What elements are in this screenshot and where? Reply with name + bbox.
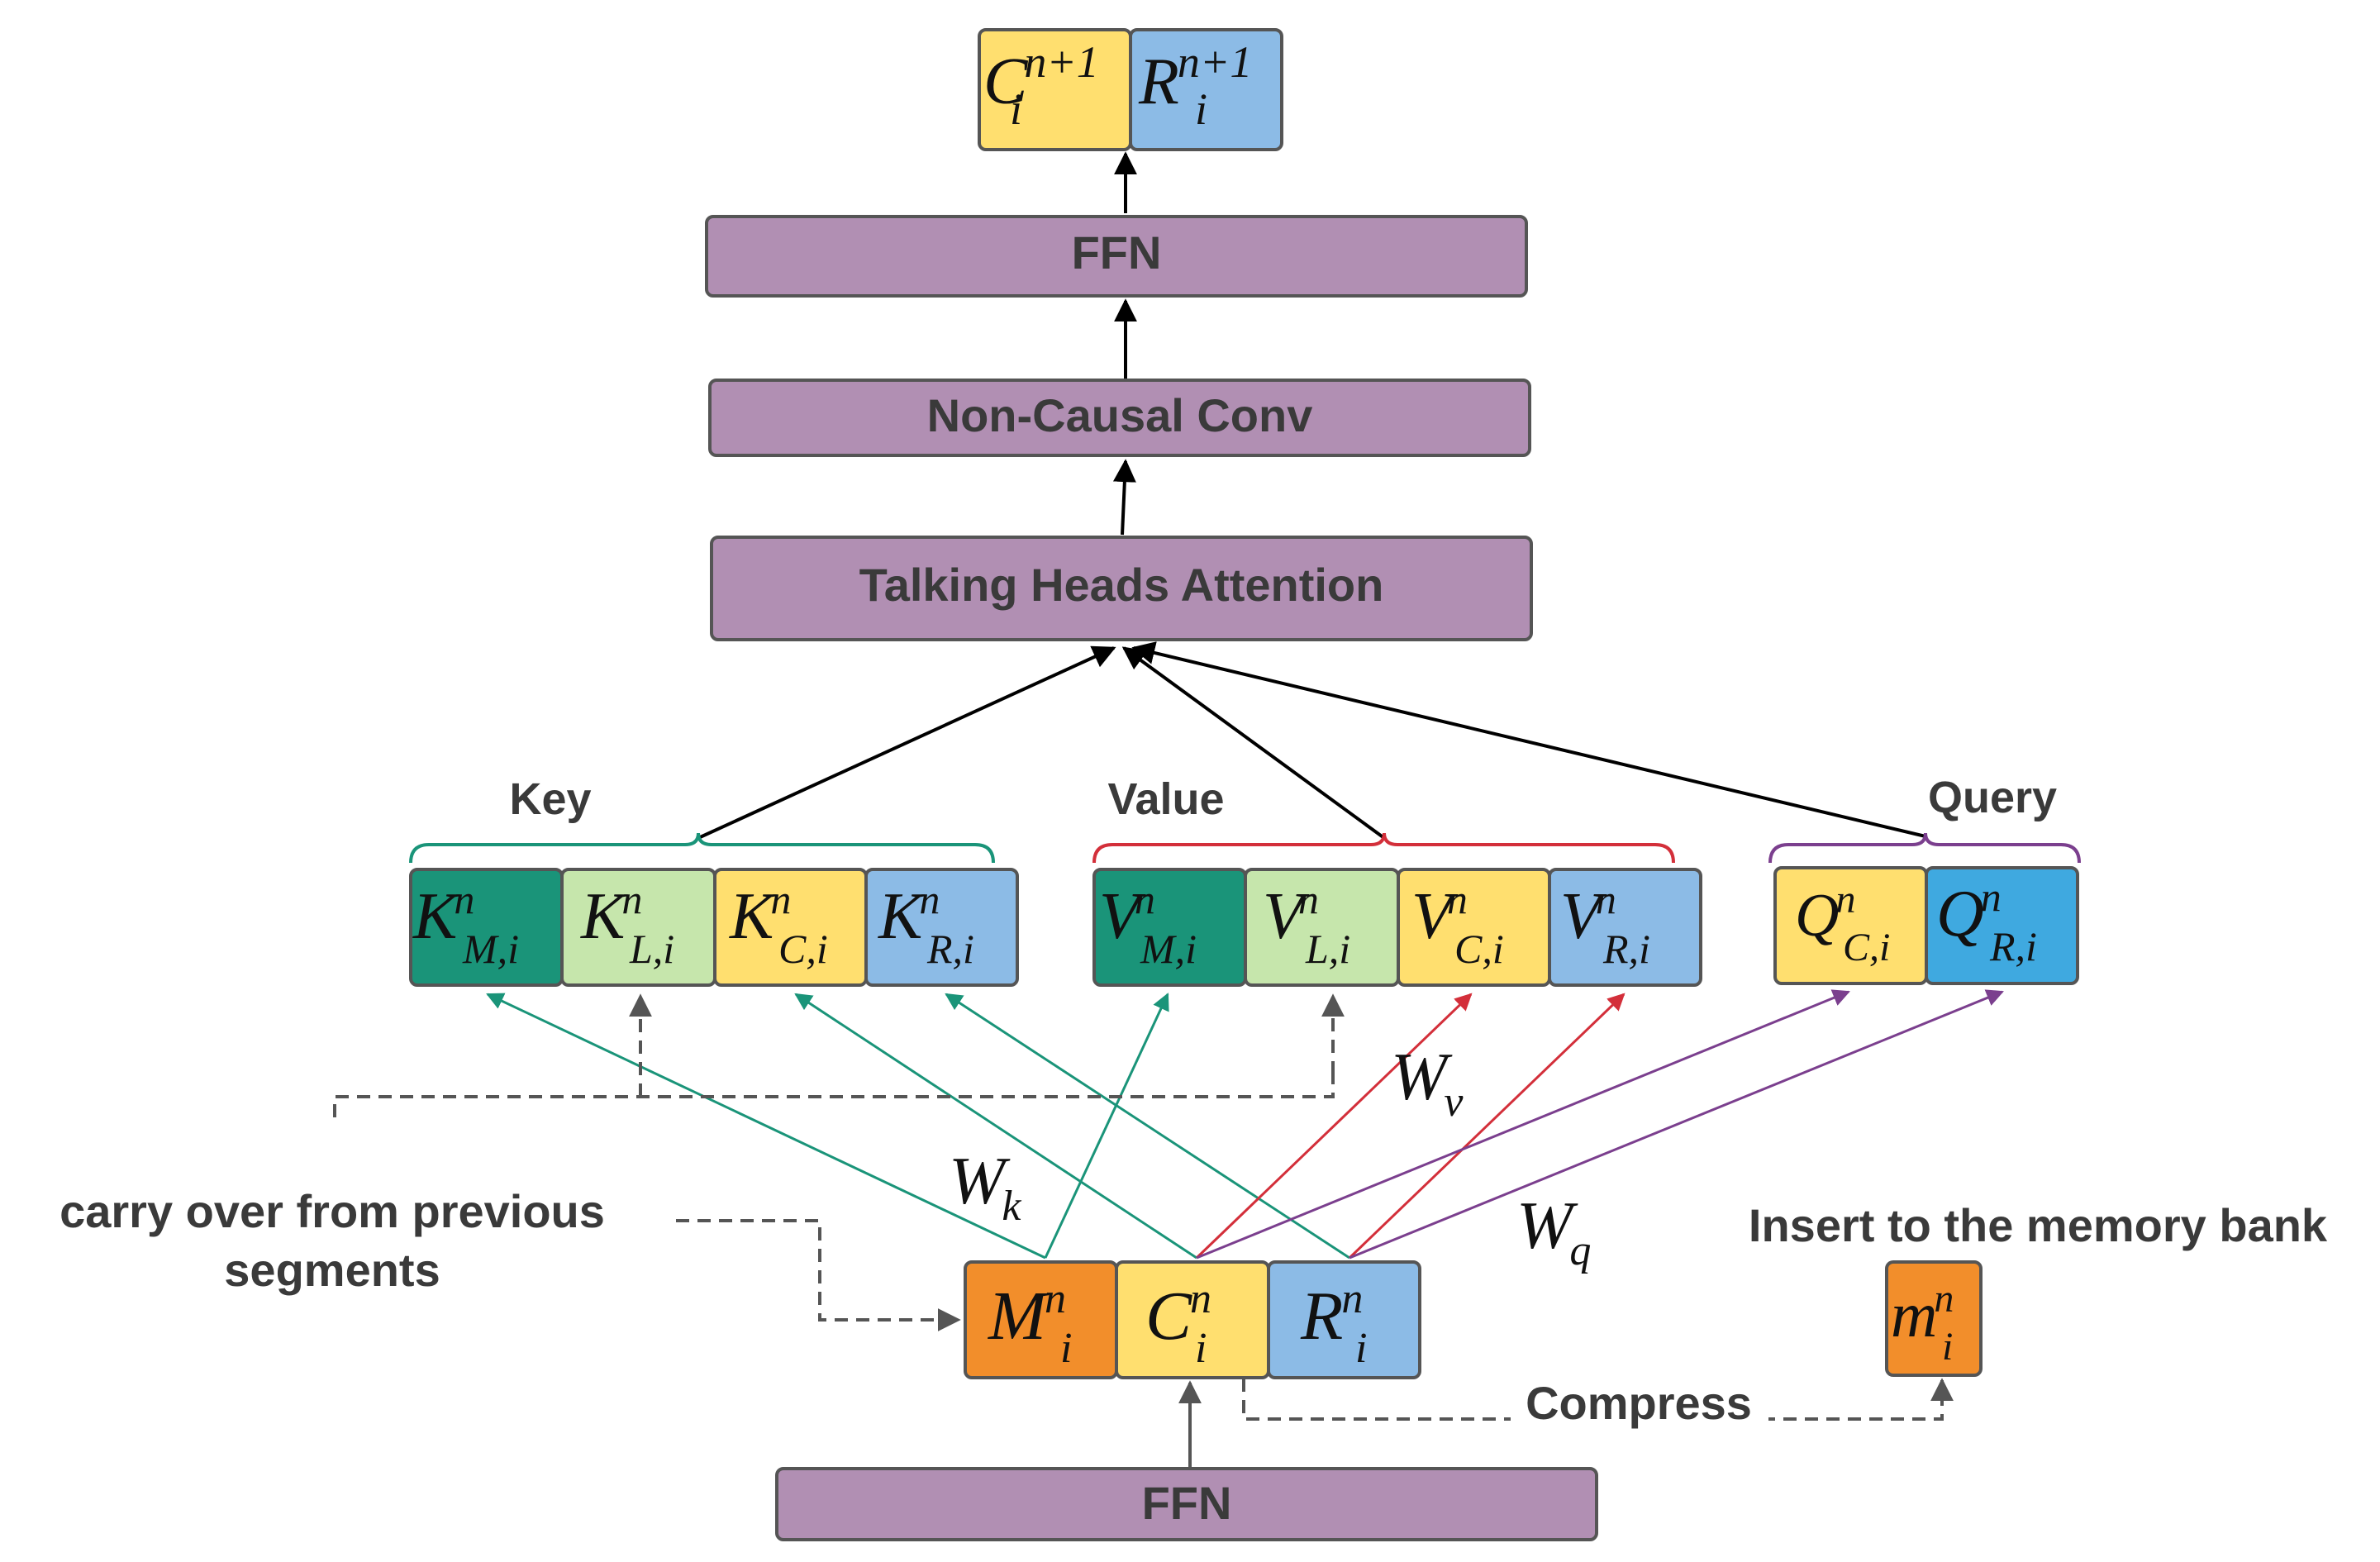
- compress-label-bg: [1511, 1380, 1768, 1433]
- input-cell-r: [1267, 1260, 1421, 1379]
- arrow-attn-to-conv: [1112, 459, 1136, 536]
- vertical-flow-arrows: [697, 151, 1926, 840]
- value-cell-r: [1548, 868, 1702, 987]
- key-cell-r: [864, 868, 1019, 987]
- compress-label: Compress: [1526, 1377, 1752, 1429]
- arrow-query-to-attn: [1131, 641, 1926, 838]
- carry-over-label: carry over from previous: [60, 1185, 605, 1237]
- key-brace: [409, 832, 995, 864]
- output-r-cell: [1129, 28, 1283, 151]
- query-cell-r: [1925, 866, 2079, 985]
- carry-over-brace-line: [333, 1074, 1335, 1117]
- arrow-value-to-attn: [1121, 646, 1386, 840]
- wq-label: Wq: [1516, 1188, 1591, 1274]
- insert-memory-label: Insert to the memory bank: [1749, 1199, 2328, 1251]
- wq-projection-lines: [1196, 989, 2004, 1260]
- ffn-bottom-label: FFN: [1142, 1477, 1232, 1529]
- wv-label: Wv: [1391, 1039, 1464, 1126]
- query-group-label: Query: [1928, 773, 2057, 822]
- ffn-bottom-block: FFN: [775, 1467, 1598, 1541]
- wk-projection-lines: [486, 993, 1350, 1260]
- arrow-key-to-attn: [697, 645, 1116, 840]
- ffn-top-block: FFN: [705, 215, 1528, 298]
- wk-label: Wk: [949, 1143, 1021, 1230]
- value-group-label: Value: [1107, 774, 1224, 824]
- group-braces: [409, 832, 2081, 864]
- carry-over-label-2: segments: [224, 1244, 440, 1296]
- attention-label: Talking Heads Attention: [859, 559, 1384, 611]
- wv-projection-lines: [1195, 993, 1626, 1260]
- conv-label: Non-Causal Conv: [927, 389, 1313, 441]
- key-group-label: Key: [509, 774, 591, 824]
- value-brace: [1092, 832, 1675, 864]
- carry-to-memory-input: [676, 1219, 961, 1331]
- conv-block: Non-Causal Conv: [708, 379, 1531, 457]
- ffn-top-label: FFN: [1072, 226, 1162, 279]
- attention-block: Talking Heads Attention: [710, 536, 1533, 641]
- query-brace: [1768, 832, 2081, 864]
